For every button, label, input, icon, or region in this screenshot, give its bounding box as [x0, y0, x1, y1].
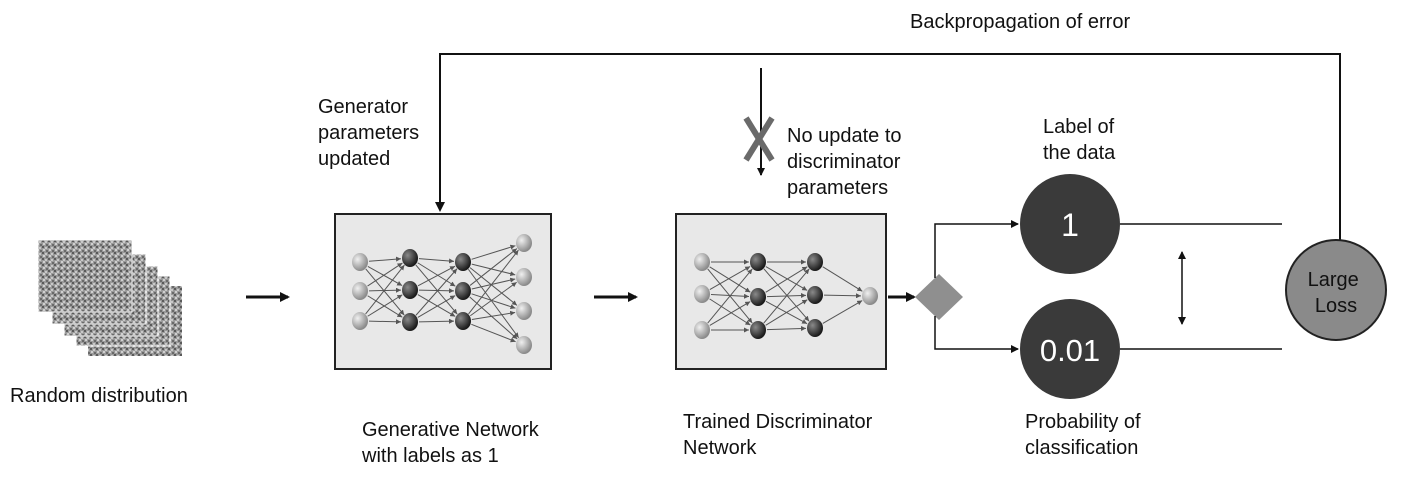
network-edge — [469, 248, 518, 286]
branch-to-probability — [934, 316, 1019, 353]
backprop-arrow — [435, 53, 1341, 248]
network-node — [455, 253, 471, 271]
probability-label: Probability of classification — [1025, 411, 1141, 459]
network-node — [352, 253, 368, 271]
network-edge — [471, 244, 516, 260]
network-edge — [471, 293, 516, 310]
network-node — [750, 321, 766, 339]
network-node — [516, 268, 532, 286]
network-edge — [418, 288, 455, 294]
loss-text: Large Loss — [1308, 269, 1365, 317]
network-edge — [417, 294, 456, 317]
network-node — [807, 319, 823, 337]
network-edge — [415, 264, 458, 315]
network-edge — [469, 296, 518, 340]
network-edge — [368, 256, 402, 262]
network-node — [807, 286, 823, 304]
probability-value: 0.01 — [1040, 333, 1100, 368]
discriminator-network-label: Trained Discriminator Network — [683, 411, 873, 459]
random-noise-images — [37, 239, 182, 356]
network-node — [402, 281, 418, 299]
network-node — [750, 253, 766, 271]
generator-params-label: Generator parameters updated — [318, 96, 420, 170]
network-node — [455, 282, 471, 300]
network-edge — [707, 268, 753, 324]
discriminator-network-box — [675, 213, 887, 370]
network-edge — [469, 267, 518, 306]
network-node — [694, 285, 710, 303]
network-edge — [763, 268, 810, 324]
network-node — [402, 249, 418, 267]
network-node — [402, 313, 418, 331]
network-node — [455, 312, 471, 330]
network-node — [516, 302, 532, 320]
probability-circle — [1020, 299, 1120, 399]
network-node — [352, 312, 368, 330]
network-edge — [709, 301, 751, 326]
network-edge — [765, 266, 808, 293]
network-node — [694, 253, 710, 271]
cross-icon — [743, 116, 775, 162]
network-node — [516, 336, 532, 354]
network-edge — [367, 262, 403, 287]
network-edge — [823, 293, 862, 299]
network-edge — [365, 264, 405, 315]
network-edge — [765, 266, 808, 291]
generative-network-label: Generative Network with labels as 1 — [362, 419, 539, 467]
network-edge — [418, 318, 455, 324]
network-edge — [417, 265, 456, 287]
no-update-label: No update to discriminator parameters — [787, 125, 902, 199]
random-distribution-label: Random distribution — [10, 385, 188, 407]
label-value: 1 — [1061, 207, 1079, 243]
network-edge — [368, 287, 402, 293]
network-edge — [415, 268, 458, 316]
branch-to-label — [934, 220, 1019, 278]
network-node — [750, 288, 766, 306]
network-edge — [471, 263, 516, 277]
network-edge — [471, 323, 516, 343]
network-edge — [470, 281, 517, 317]
network-edge — [368, 319, 402, 325]
loss-circle — [1285, 239, 1387, 341]
network-edge — [822, 300, 863, 324]
network-edge — [822, 266, 863, 292]
network-edge — [765, 299, 808, 326]
network-edge — [367, 295, 403, 318]
network-edge — [471, 310, 516, 321]
network-edge — [763, 268, 810, 322]
network-edge — [417, 295, 456, 318]
decision-diamond — [915, 274, 963, 320]
backprop-label: Backpropagation of error — [910, 11, 1131, 33]
network-edge — [709, 298, 751, 326]
network-edge — [418, 258, 455, 264]
network-node — [862, 287, 878, 305]
network-node — [352, 282, 368, 300]
network-edge — [468, 249, 519, 315]
network-edge — [709, 266, 751, 293]
network-edge — [367, 294, 403, 317]
network-edge — [766, 325, 807, 331]
label-circle — [1020, 174, 1120, 274]
network-edge — [365, 268, 405, 316]
network-edge — [367, 265, 403, 287]
network-node — [516, 234, 532, 252]
network-edge — [471, 277, 516, 290]
network-node — [807, 253, 823, 271]
label-of-data-label: Label of the data — [1043, 116, 1116, 164]
generator-network-box — [334, 213, 552, 370]
network-edge — [417, 262, 456, 287]
network-edge — [709, 266, 751, 290]
network-node — [694, 321, 710, 339]
